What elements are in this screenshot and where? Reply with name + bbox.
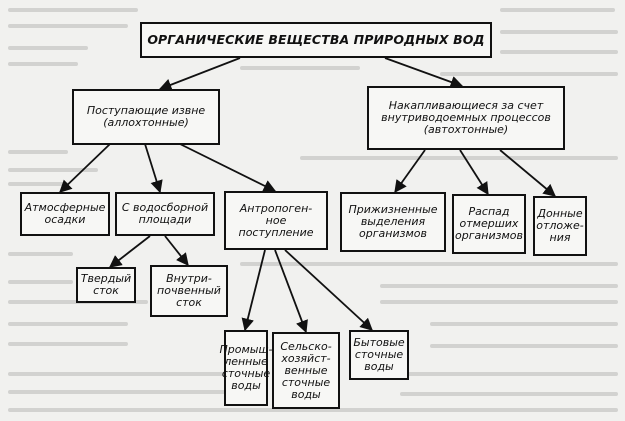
node-autochthonous: Накапливающиеся за счет внутриводоемных … (367, 86, 565, 150)
node-lifetime-secretions: Прижизненные выделения организмов (340, 192, 446, 252)
arrow-autoch-to-decay (459, 149, 489, 196)
root-organic-substances: ОРГАНИЧЕСКИЕ ВЕЩЕСТВА ПРИРОДНЫХ ВОД (140, 22, 492, 58)
node-solid-runoff: Твердый сток (76, 267, 136, 303)
node-anthropogenic-input: Антропоген- ное поступление (224, 191, 328, 250)
node-bottom-sediments: Донные отложе- ния (533, 196, 587, 256)
node-industrial-wastewater: Промыш- ленные сточные воды (220, 330, 273, 406)
node-intrasoil-runoff: Внутри- почвенный сток (150, 265, 228, 317)
arrow-catchment-to-intrasoil (164, 235, 189, 266)
node-domestic-wastewater: Бытовые сточные воды (349, 330, 409, 380)
arrow-alloch-to-catchment (144, 143, 163, 194)
arrow-alloch-to-atmospheric (59, 143, 111, 193)
arrow-autoch-to-lifetime (394, 149, 426, 194)
arrow-anthro-to-agricultural (274, 249, 308, 334)
arrow-anthro-to-industrial (241, 249, 266, 332)
arrow-title-to-allochthonous (158, 57, 241, 91)
node-atmospheric-precipitation: Атмосферные осадки (20, 192, 110, 236)
arrow-anthro-to-domestic (284, 249, 373, 331)
arrow-title-to-autochthonous (384, 57, 464, 89)
arrow-alloch-to-anthropogenic (179, 143, 277, 192)
node-allochthonous: Поступающие извне (аллохтонные) (72, 89, 220, 145)
node-agricultural-wastewater: Сельско- хозяйст- венные сточные воды (272, 332, 340, 409)
node-dead-organisms-decay: Распад отмерших организмов (452, 194, 526, 254)
arrow-autoch-to-bottom (499, 149, 556, 197)
arrow-catchment-to-solid (109, 235, 151, 268)
node-catchment-area: С водосборной площади (115, 192, 215, 236)
